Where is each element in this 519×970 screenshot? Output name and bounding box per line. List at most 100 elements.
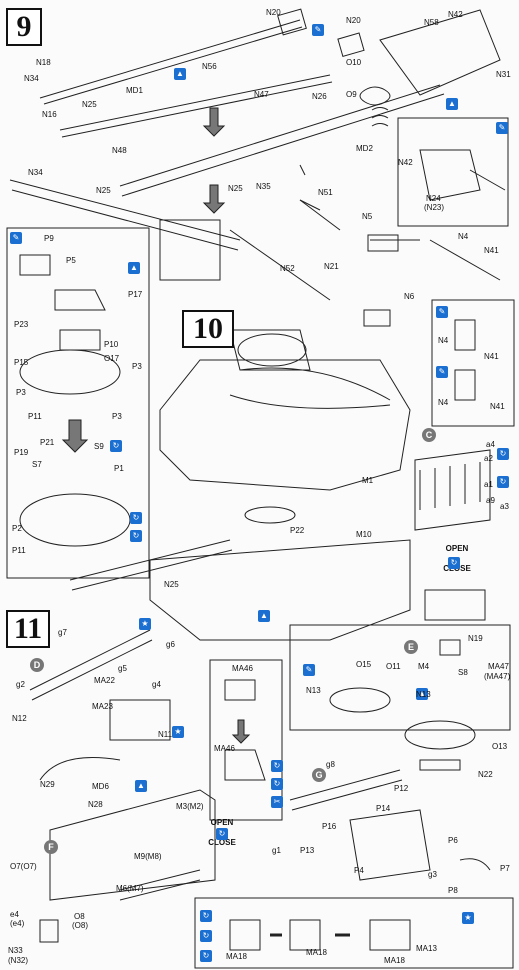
part-label: N41: [484, 352, 499, 361]
paint-icon: ▲: [416, 688, 428, 700]
part-label: P17: [128, 290, 143, 299]
part-label: N25: [228, 184, 243, 193]
part-label: MA18: [306, 948, 327, 957]
part-label: N6: [404, 292, 415, 301]
paint-icon: ▲: [446, 98, 458, 110]
subassembly-d: D: [30, 658, 44, 672]
part-label: O17: [104, 354, 120, 363]
bend-icon: ↻: [200, 910, 212, 922]
part-label: MA13: [416, 944, 437, 953]
part-label: MA47: [488, 662, 509, 671]
part-label: N29: [40, 780, 55, 789]
bend-icon: ↻: [200, 930, 212, 942]
part-label: N42: [398, 158, 413, 167]
close-label: CLOSE: [208, 838, 236, 847]
glue-icon: ✎: [436, 306, 448, 318]
part-label: P8: [448, 886, 458, 895]
part-label: M3(M2): [176, 802, 204, 811]
part-label: P9: [44, 234, 54, 243]
part-label: P16: [322, 822, 337, 831]
part-label: g3: [428, 870, 437, 879]
glue-icon: ✎: [10, 232, 22, 244]
bend-icon: ↻: [497, 448, 509, 460]
part-label: M1: [362, 476, 374, 485]
part-label: P23: [14, 320, 29, 329]
part-label: MD6: [92, 782, 109, 791]
part-label: P13: [300, 846, 315, 855]
part-label: e4: [10, 910, 19, 919]
part-label: N52: [280, 264, 295, 273]
part-label: MA18: [384, 956, 405, 965]
part-label: P21: [40, 438, 55, 447]
subassembly-c: C: [422, 428, 436, 442]
part-label: O15: [356, 660, 372, 669]
star-icon: ★: [139, 618, 151, 630]
part-label: N56: [202, 62, 217, 71]
part-label: (N32): [8, 956, 29, 965]
part-label: P1: [114, 464, 124, 473]
subassembly-e: E: [404, 640, 418, 654]
part-label: a4: [486, 440, 495, 449]
part-label: O13: [492, 742, 508, 751]
part-label: N13: [416, 690, 431, 699]
part-label: P14: [376, 804, 391, 813]
part-label: N13: [306, 686, 321, 695]
part-label: N34: [24, 74, 39, 83]
part-label: N19: [468, 634, 483, 643]
part-label: MA23: [92, 702, 113, 711]
part-label: S8: [458, 668, 468, 677]
open-label: OPEN: [210, 818, 234, 827]
part-label: O8: [74, 912, 85, 921]
part-label: a9: [486, 496, 495, 505]
bend-icon: ↻: [130, 530, 142, 542]
part-label: P5: [66, 256, 76, 265]
part-label: M4: [418, 662, 430, 671]
part-label: g8: [326, 760, 335, 769]
part-label: S7: [32, 460, 42, 469]
open-label: OPEN: [445, 544, 469, 553]
part-label: P6: [448, 836, 458, 845]
glue-icon: ✎: [312, 24, 324, 36]
part-label: N4: [458, 232, 469, 241]
part-label: g1: [272, 846, 281, 855]
part-label: g5: [118, 664, 127, 673]
part-label: N25: [82, 100, 97, 109]
part-label: N33: [8, 946, 23, 955]
part-label: MD1: [126, 86, 143, 95]
part-label: N41: [490, 402, 505, 411]
paint-icon: ▲: [174, 68, 186, 80]
bend-icon: ↻: [216, 828, 228, 840]
cut-icon: ✂: [271, 796, 283, 808]
part-label: N25: [164, 580, 179, 589]
part-label: O11: [386, 662, 401, 671]
step-number-11: 11: [6, 610, 50, 648]
part-label: a1: [484, 480, 493, 489]
part-label: P15: [14, 358, 29, 367]
part-label: (N23): [424, 203, 445, 212]
part-label: N35: [256, 182, 271, 191]
part-label: P12: [394, 784, 409, 793]
part-label: N31: [496, 70, 511, 79]
part-label: P2: [12, 524, 22, 533]
part-label: P19: [14, 448, 29, 457]
part-label: N28: [88, 800, 103, 809]
part-label: P4: [354, 866, 364, 875]
part-label: M9(M8): [134, 852, 162, 861]
part-label: N4: [438, 336, 449, 345]
part-label: (e4): [10, 919, 25, 928]
part-label: N20: [346, 16, 361, 25]
step-number-9: 9: [6, 8, 42, 46]
bend-icon: ↻: [271, 760, 283, 772]
open-close-note-2: OPEN CLOSE: [202, 818, 242, 848]
part-label: N22: [478, 770, 493, 779]
part-label: MA46: [232, 664, 253, 673]
part-label: N20: [266, 8, 281, 17]
part-label: N58: [424, 18, 439, 27]
part-label: MD2: [356, 144, 373, 153]
part-label: N26: [312, 92, 327, 101]
star-icon: ★: [172, 726, 184, 738]
bend-icon: ↻: [130, 512, 142, 524]
glue-icon: ✎: [496, 122, 508, 134]
part-label: P11: [28, 412, 42, 421]
bend-icon: ↻: [110, 440, 122, 452]
